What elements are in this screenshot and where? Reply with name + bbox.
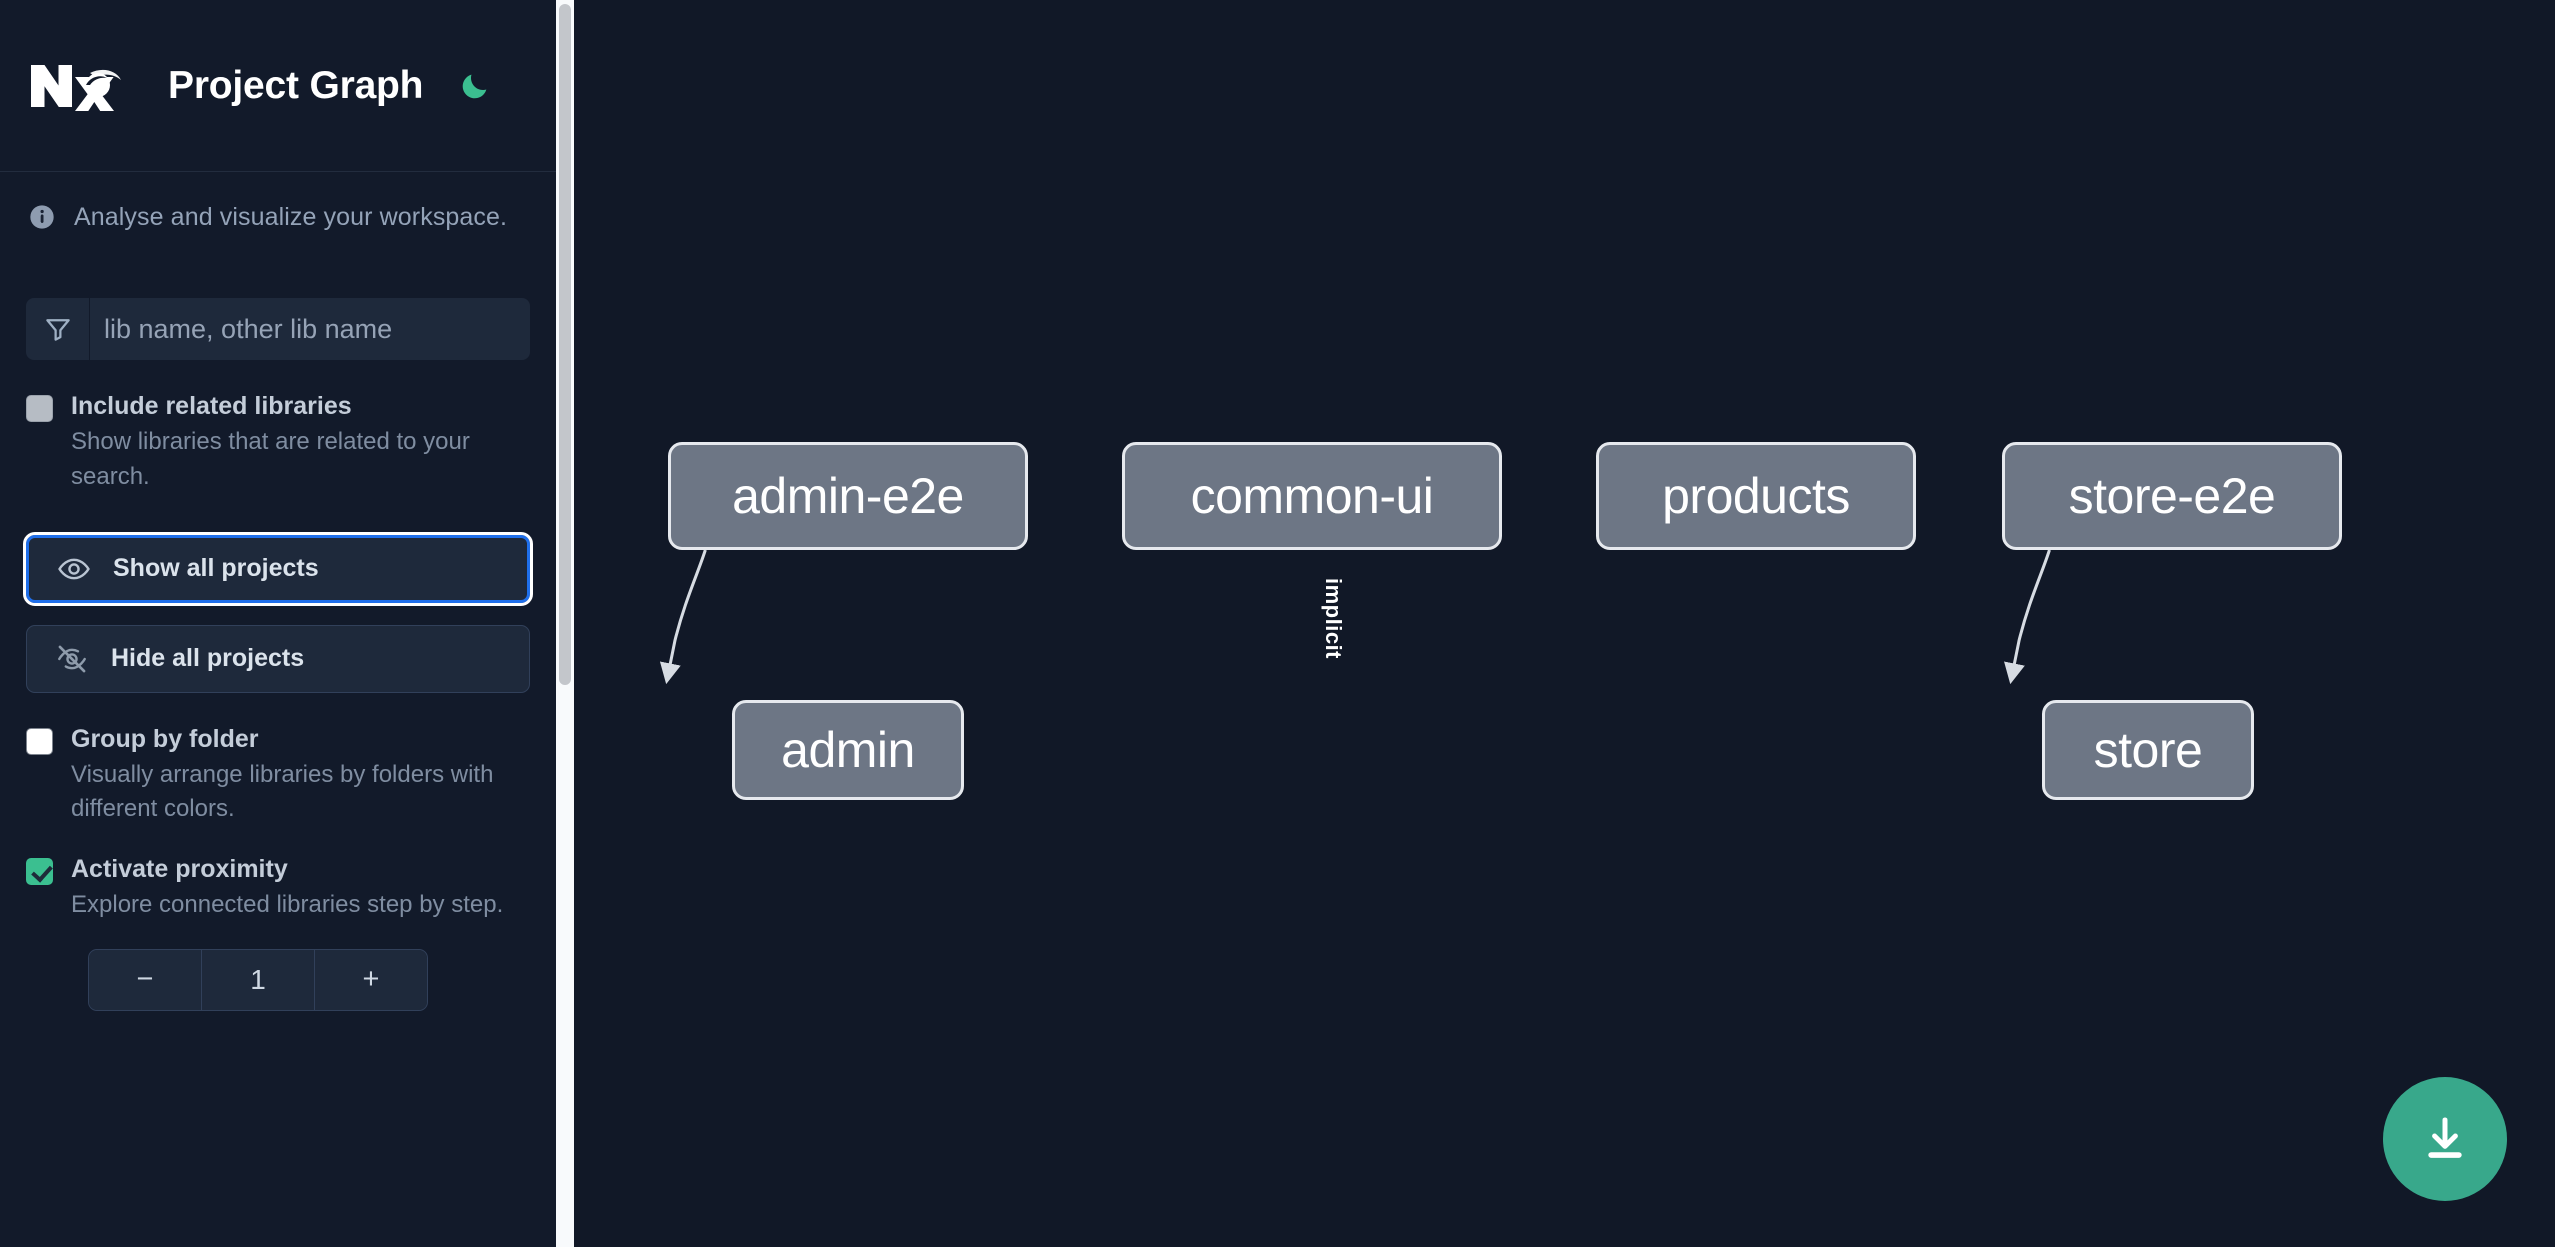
hide-all-projects-label: Hide all projects — [111, 644, 305, 673]
search-input[interactable] — [90, 298, 530, 360]
moon-icon[interactable] — [455, 66, 495, 106]
graph-node-label: products — [1662, 468, 1850, 524]
graph-node-label: store-e2e — [2068, 468, 2276, 524]
edge-admin-e2e-to-admin — [659, 549, 707, 685]
proximity-value: 1 — [202, 949, 314, 1010]
graph-canvas[interactable]: implicit implicit admin-e2e common-ui pr… — [556, 0, 2555, 1247]
filter-search-box — [26, 298, 530, 360]
graph-node-label: store — [2093, 722, 2203, 778]
page-title: Project Graph — [168, 63, 424, 107]
activate-proximity-label: Activate proximity — [71, 855, 288, 884]
download-image-button[interactable] — [2383, 1077, 2507, 1201]
group-by-folder-checkbox[interactable] — [26, 727, 53, 755]
include-related-libraries-description: Show libraries that are related to your … — [71, 428, 470, 490]
sidebar-header: Project Graph — [0, 0, 556, 172]
proximity-decrement-button[interactable]: − — [89, 949, 201, 1010]
group-by-folder-description: Visually arrange libraries by folders wi… — [71, 760, 494, 823]
info-circle-icon — [28, 203, 56, 231]
tagline: Analyse and visualize your workspace. — [26, 172, 530, 262]
graph-node-store[interactable]: store — [2042, 700, 2254, 800]
sidebar-scrollbar-track[interactable] — [556, 0, 574, 1247]
option-include-related-libraries[interactable]: Include related libraries Show libraries… — [26, 390, 530, 495]
graph-node-store-e2e[interactable]: store-e2e — [2002, 442, 2342, 550]
eye-icon — [57, 552, 91, 586]
edge-label-implicit-admin: implicit — [1321, 578, 1346, 660]
eye-off-icon — [55, 642, 89, 676]
option-text-group: Activate proximity Explore connected lib… — [71, 853, 530, 923]
sidebar: Project Graph Analyse and visualize yo — [0, 0, 556, 1247]
graph-edges — [659, 549, 2051, 685]
activate-proximity-checkbox[interactable] — [26, 858, 53, 886]
nx-logo-icon — [28, 59, 124, 113]
edge-store-e2e-to-store — [2004, 549, 2051, 685]
graph-node-label: admin — [781, 722, 915, 778]
graph-node-products[interactable]: products — [1596, 442, 1916, 550]
sidebar-body: Analyse and visualize your workspace. In… — [0, 172, 556, 1011]
graph-node-label: admin-e2e — [732, 468, 964, 524]
sidebar-scrollbar-thumb[interactable] — [559, 4, 571, 685]
graph-node-common-ui[interactable]: common-ui — [1122, 442, 1502, 550]
download-icon — [2419, 1113, 2471, 1165]
option-text-group: Include related libraries Show libraries… — [71, 390, 530, 495]
graph-node-admin[interactable]: admin — [732, 700, 964, 800]
include-related-libraries-checkbox[interactable] — [26, 395, 53, 422]
visibility-button-group: Show all projects Hide all projects — [23, 531, 533, 693]
show-all-projects-button[interactable]: Show all projects — [23, 531, 533, 606]
option-text-group: Group by folder Visually arrange librari… — [71, 723, 530, 828]
activate-proximity-description: Explore connected libraries step by step… — [71, 891, 504, 919]
stepper-divider — [314, 949, 315, 1010]
stepper-divider — [201, 949, 202, 1010]
option-group-by-folder[interactable]: Group by folder Visually arrange librari… — [26, 723, 530, 828]
include-related-libraries-label: Include related libraries — [71, 392, 352, 420]
tagline-text: Analyse and visualize your workspace. — [74, 202, 508, 231]
show-all-projects-label: Show all projects — [113, 554, 319, 583]
proximity-stepper: − 1 + — [88, 948, 428, 1011]
graph-node-admin-e2e[interactable]: admin-e2e — [668, 442, 1028, 550]
funnel-icon — [26, 298, 90, 360]
option-activate-proximity[interactable]: Activate proximity Explore connected lib… — [26, 853, 530, 923]
graph-node-label: common-ui — [1190, 468, 1434, 524]
hide-all-projects-button[interactable]: Hide all projects — [26, 624, 530, 693]
group-by-folder-label: Group by folder — [71, 724, 259, 753]
proximity-increment-button[interactable]: + — [315, 949, 427, 1010]
